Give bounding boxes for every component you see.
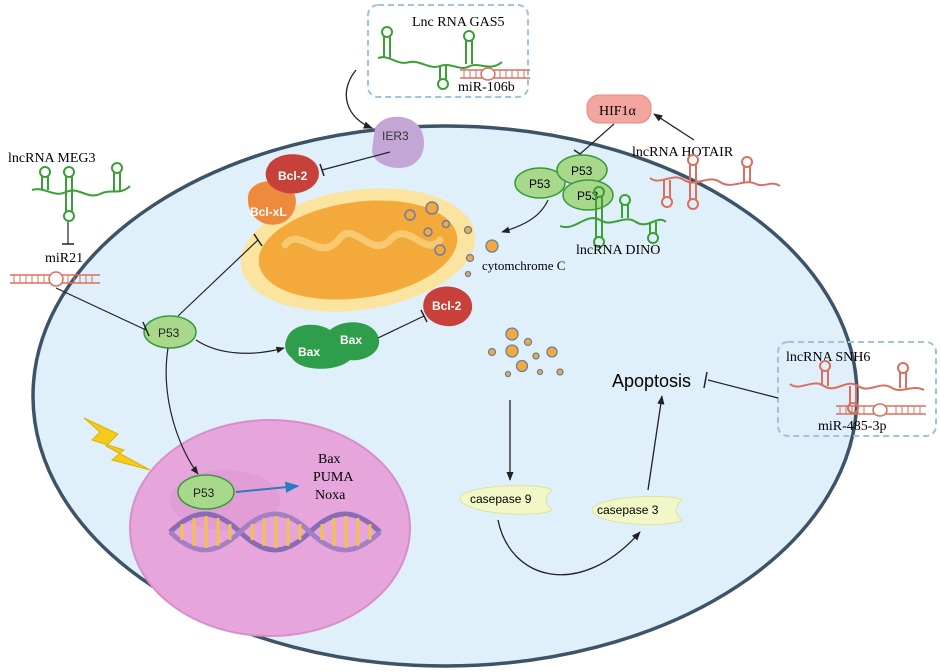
svg-text:P53: P53: [158, 326, 180, 340]
gene-puma: PUMA: [313, 470, 354, 485]
bcl2-bottom-protein: Bcl-2: [423, 286, 473, 327]
svg-text:Bax: Bax: [340, 333, 362, 347]
casp3-to-apoptosis-arrow: [647, 395, 665, 491]
svg-text:HIF1α: HIF1α: [599, 104, 637, 119]
hif1a-box: HIF1α: [586, 94, 652, 124]
snh6-inhibit-bar: [703, 371, 708, 389]
gas5-to-ier3-arrow: [345, 69, 373, 129]
gas5-label: Lnc RNA GAS5: [412, 15, 505, 30]
ier3-protein: IER3: [372, 116, 425, 169]
bax-inhibits-bcl2: [377, 315, 425, 339]
hif1a-inhibits-p53: [579, 123, 615, 155]
p53-nucleus: P53: [177, 474, 235, 510]
svg-text:casepase 9: casepase 9: [470, 492, 532, 506]
svg-text:Bcl-xL: Bcl-xL: [250, 205, 287, 219]
snh6-rna: [789, 360, 925, 414]
p53-to-bax-arrow: [195, 339, 285, 354]
mir21-inhibit-bar: [142, 321, 150, 337]
dino-rna: [559, 186, 667, 248]
mir485-duplex: [836, 403, 926, 417]
mitochondrion: [240, 188, 476, 312]
casp9-to-casp3-arrow: [497, 519, 641, 576]
apoptosis-label: Apoptosis: [612, 371, 691, 391]
svg-text:IER3: IER3: [382, 129, 409, 143]
p53-inhibits-bclxl: [177, 239, 259, 317]
snh6-label: lncRNA SNH6: [786, 350, 870, 365]
caspase9: casepase 9: [459, 485, 553, 515]
cytochrome-particles: [463, 225, 499, 278]
svg-text:Bax: Bax: [298, 345, 320, 359]
meg3-rna: [31, 162, 131, 222]
p53-to-mito-arrow: [501, 199, 549, 234]
mir21-label: miR21: [45, 251, 83, 266]
svg-text:P53: P53: [529, 177, 551, 191]
snh6-box: [777, 341, 937, 437]
mir485-label: miR-485-3p: [818, 419, 886, 434]
ier3-inhibit-bar: [319, 163, 325, 177]
lightning-icon: [83, 417, 151, 471]
bax-inhibit-bar: [420, 309, 428, 323]
hotair-to-hif1a-arrow: [653, 113, 695, 141]
hotair-label: lncRNA HOTAIR: [632, 145, 734, 160]
gene-bax: Bax: [318, 452, 341, 467]
svg-text:casepase 3: casepase 3: [597, 503, 659, 517]
p53-main: P53: [143, 315, 197, 349]
mir106b-duplex: [460, 67, 530, 81]
gene-noxa: Noxa: [315, 488, 346, 503]
p53-to-nucleus-arrow: [165, 347, 199, 475]
svg-text:P53: P53: [193, 486, 215, 500]
bcl2-top-protein: Bcl-2: [265, 154, 319, 194]
svg-text:Bcl-2: Bcl-2: [278, 169, 308, 183]
svg-text:P53: P53: [571, 164, 593, 178]
dna-helix: [168, 511, 382, 553]
cytochrome-cluster: [487, 327, 564, 378]
transcription-arrow: [235, 481, 300, 493]
mir21-inhibits-p53: [55, 287, 147, 331]
dino-label: lncRNA DINO: [576, 243, 660, 258]
bax-dimer: Bax Bax: [285, 322, 380, 369]
gas5-box: [367, 4, 529, 98]
cytochrome-label: cytomchrome C: [482, 258, 565, 273]
mir106b-label: miR-106b: [458, 80, 515, 95]
snh6-inhibits-apoptosis: [707, 379, 779, 399]
ier3-inhibits-bcl2: [321, 151, 391, 171]
svg-text:Bcl-2: Bcl-2: [432, 299, 462, 313]
hotair-rna: [649, 154, 781, 210]
gas5-rna: [377, 26, 503, 90]
p53-inhibit-bar: [253, 233, 263, 247]
mir21-duplex: [10, 271, 100, 287]
meg3-label: lncRNA MEG3: [8, 151, 96, 166]
caspase3: casepase 3: [591, 495, 683, 526]
